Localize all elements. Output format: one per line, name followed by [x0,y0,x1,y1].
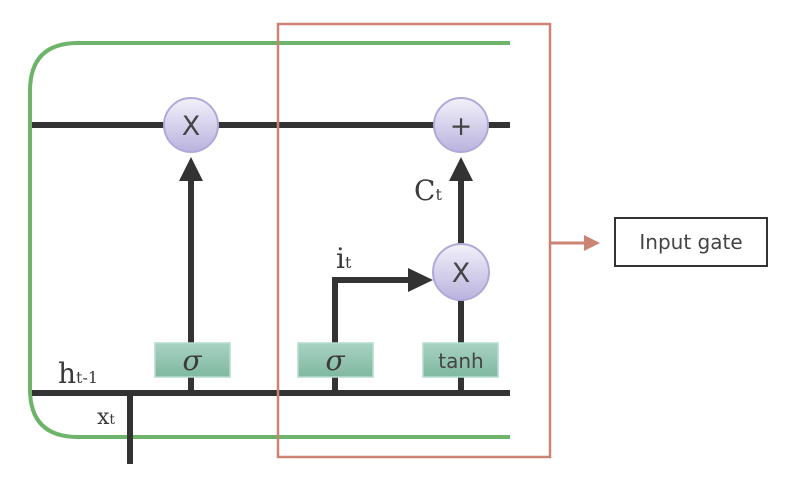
callout-arrowhead [584,235,600,251]
tanh-gate: tanh [422,342,499,378]
forget-multiply-op: X [163,97,219,153]
x-t-label: xt [97,405,115,430]
forget-sigma-gate: σ [154,342,231,378]
input-sigma-gate: σ [297,342,374,378]
svg-text:X: X [452,258,471,289]
input-multiply-op: X [432,243,490,301]
h-prev-label: ht-1 [58,357,98,390]
input-gate-highlight-box [276,22,552,459]
i-t-label: it [336,242,352,275]
callout-box [614,217,768,267]
svg-text:σ: σ [325,344,345,377]
add-op: + [433,97,489,153]
svg-text:X: X [182,111,201,142]
callout-label: Input gate [639,230,742,254]
svg-text:+: + [450,111,473,142]
svg-text:σ: σ [182,344,202,377]
svg-text:tanh: tanh [438,349,483,373]
ct-arrowhead [449,157,473,181]
input-arrowhead [408,268,433,292]
green-cell-outline [28,41,510,439]
c-t-label: Ct [414,174,442,207]
forget-arrowhead [179,157,203,181]
